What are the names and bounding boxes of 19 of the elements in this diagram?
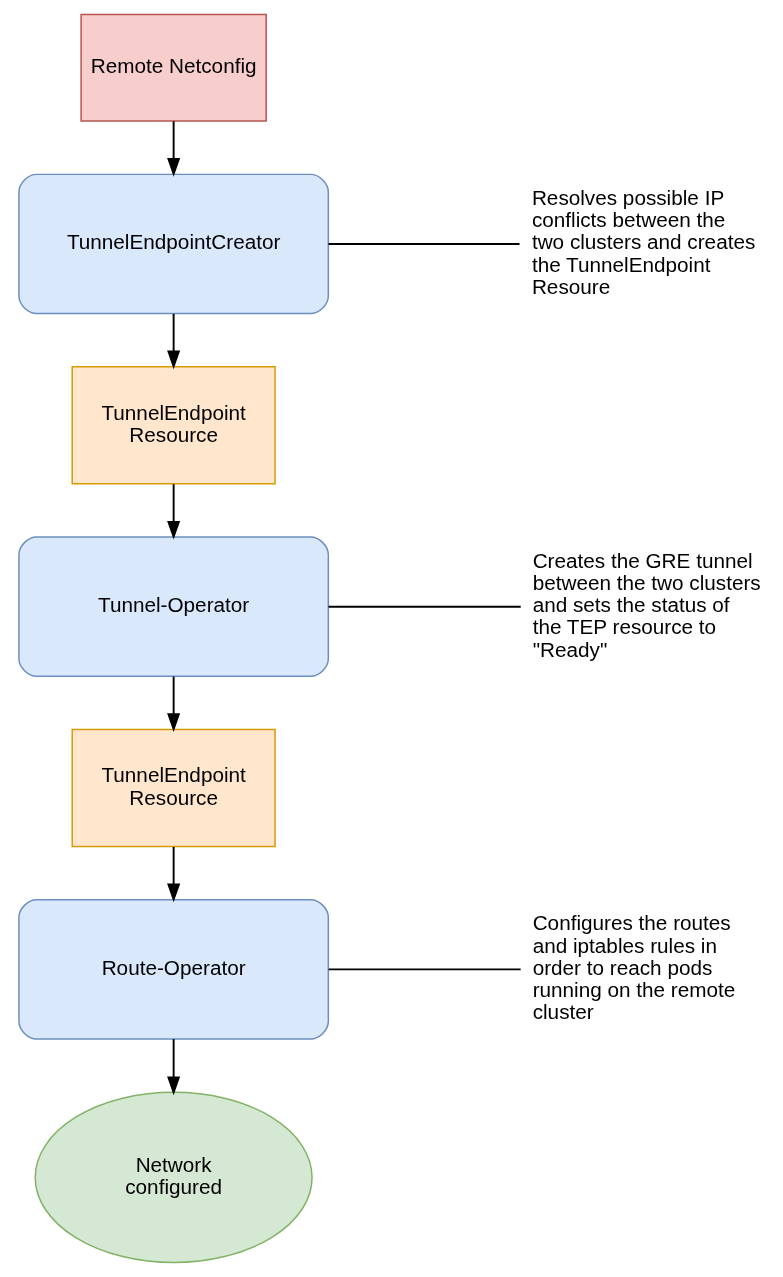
- node-text: Creates the GRE tunnel between the two clusters and sets the status of the TEP resource to "Ready": [532, 548, 761, 661]
- node-text: Configures the routes and iptables rules in order to reach pods running on the remote cluster: [532, 911, 735, 1024]
- connector: [327, 968, 522, 971]
- node-ellipse: Network configured: [33, 1091, 313, 1264]
- connector: [327, 605, 522, 608]
- arrow: [166, 675, 180, 732]
- arrow: [166, 1038, 180, 1096]
- node-text: Resolves possible IP conflicts between the two clusters and creates the TunnelEndpoint Resoure: [531, 186, 755, 298]
- node-box: TunnelEndpoint Resource: [71, 366, 276, 485]
- arrow: [166, 846, 180, 903]
- node-box: Route-Operator: [17, 899, 329, 1040]
- node-box: TunnelEndpoint Resource: [71, 728, 276, 848]
- connector: [327, 243, 520, 245]
- arrow: [166, 312, 180, 370]
- node-box: Tunnel-Operator: [17, 536, 329, 677]
- arrow: [166, 483, 180, 540]
- arrow: [166, 120, 180, 177]
- node-box: TunnelEndpointCreator: [17, 173, 329, 315]
- node-box: Remote Netconfig: [79, 13, 267, 122]
